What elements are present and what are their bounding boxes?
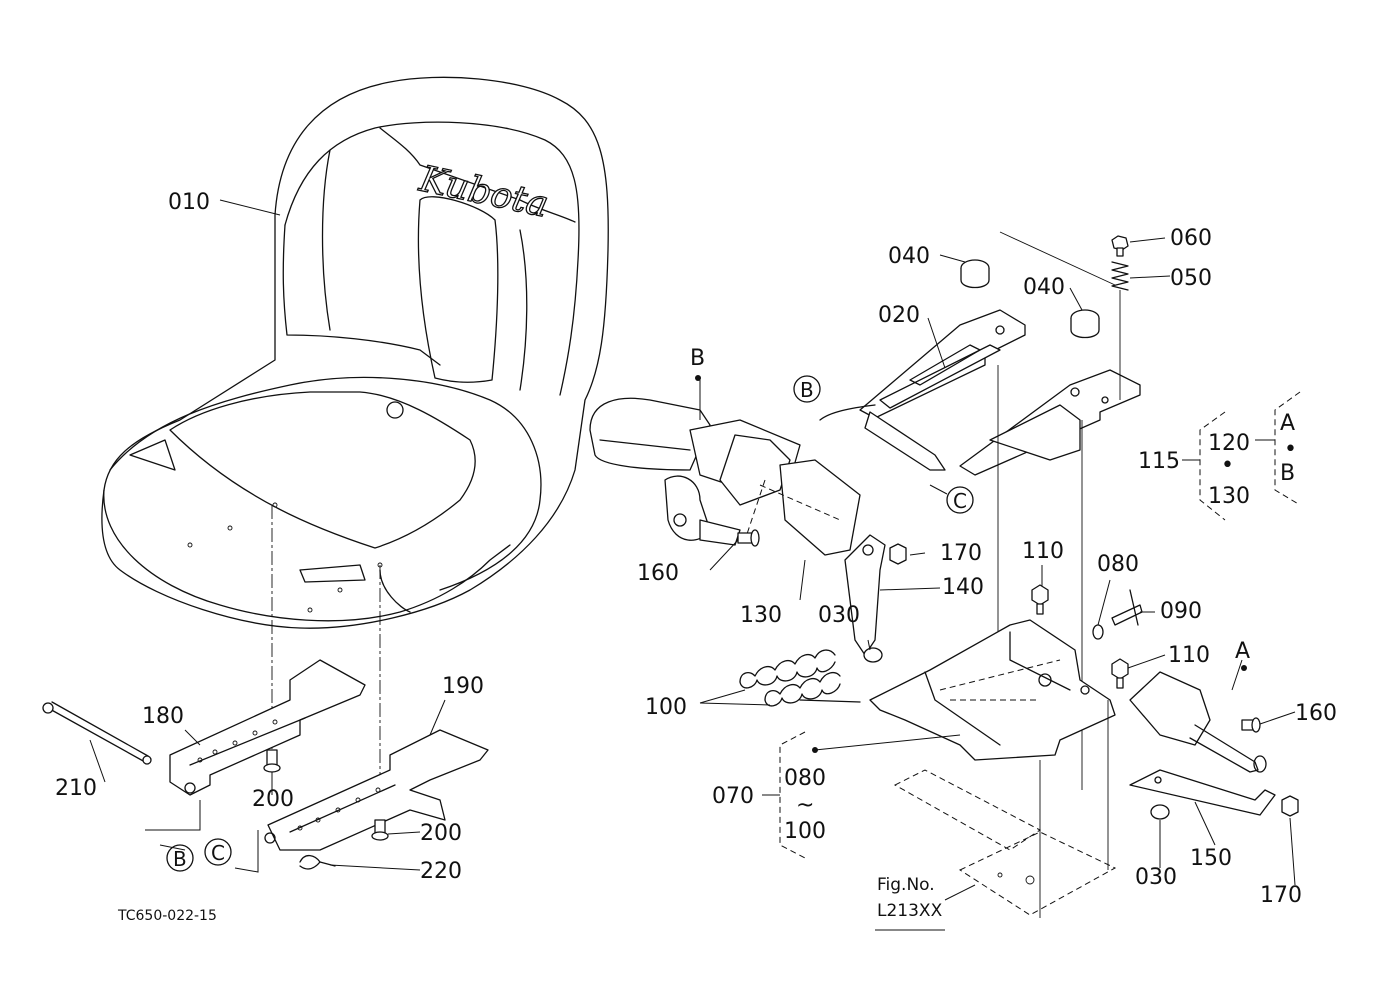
bolt-part-110-a[interactable] bbox=[1031, 584, 1049, 615]
label-190: 190 bbox=[442, 674, 484, 699]
label-dot-120: • bbox=[1221, 453, 1234, 478]
label-040-a: 040 bbox=[888, 244, 930, 269]
pin-part-090[interactable] bbox=[1111, 589, 1143, 626]
ref-dot-A bbox=[1241, 665, 1247, 671]
label-160-b: 160 bbox=[1295, 701, 1337, 726]
brace-115-left bbox=[1199, 411, 1226, 521]
nut-part-170-b[interactable] bbox=[1281, 795, 1299, 817]
svg-text:B: B bbox=[800, 378, 814, 402]
label-210: 210 bbox=[55, 776, 97, 801]
label-B-right: B bbox=[1280, 461, 1295, 486]
label-160-a: 160 bbox=[637, 561, 679, 586]
label-170-a: 170 bbox=[940, 541, 982, 566]
svg-text:B: B bbox=[173, 847, 187, 871]
label-140: 140 bbox=[942, 575, 984, 600]
label-080-a: 080 bbox=[1097, 552, 1139, 577]
ref-marker-C-rail: C bbox=[204, 838, 232, 866]
svg-text:C: C bbox=[953, 489, 967, 513]
label-090: 090 bbox=[1160, 599, 1202, 624]
label-120: 120 bbox=[1208, 431, 1250, 456]
nut-part-030-b[interactable] bbox=[1150, 804, 1170, 820]
label-050: 050 bbox=[1170, 266, 1212, 291]
clip-part-220[interactable] bbox=[299, 854, 336, 870]
washer-part-080[interactable] bbox=[1092, 624, 1104, 640]
buckle-part-A[interactable] bbox=[1129, 671, 1267, 773]
label-170-b: 170 bbox=[1260, 883, 1302, 908]
label-040-b: 040 bbox=[1023, 275, 1065, 300]
roller-part-040-a[interactable] bbox=[960, 259, 990, 289]
spring-part-050[interactable] bbox=[1111, 261, 1129, 291]
label-A-right: A bbox=[1280, 411, 1295, 436]
nut-part-170-a[interactable] bbox=[889, 543, 907, 565]
label-020: 020 bbox=[878, 303, 920, 328]
label-110-b: 110 bbox=[1168, 643, 1210, 668]
label-070: 070 bbox=[712, 784, 754, 809]
label-115: 115 bbox=[1138, 449, 1180, 474]
label-080-b: 080 bbox=[784, 766, 826, 791]
label-110-a: 110 bbox=[1022, 539, 1064, 564]
spring-part-100[interactable] bbox=[739, 649, 841, 707]
label-130-b: 130 bbox=[1208, 484, 1250, 509]
base-bracket-part-070[interactable] bbox=[869, 619, 1116, 761]
ref-marker-B-belt: B bbox=[793, 375, 821, 403]
label-180: 180 bbox=[142, 704, 184, 729]
drawing-code: TC650-022-15 bbox=[117, 908, 217, 924]
label-220: 220 bbox=[420, 859, 462, 884]
bolt-part-160-b[interactable] bbox=[1241, 717, 1261, 733]
bolt-part-200-a[interactable] bbox=[263, 749, 281, 773]
label-tilde: ~ bbox=[796, 793, 814, 818]
label-030-a: 030 bbox=[818, 603, 860, 628]
seat-rail-part-190[interactable] bbox=[264, 729, 489, 851]
bracket-part-150[interactable] bbox=[1129, 769, 1276, 816]
brace-070 bbox=[779, 731, 806, 859]
label-010: 010 bbox=[168, 190, 210, 215]
bracket-part-140[interactable] bbox=[844, 534, 886, 656]
ref-marker-C-frame: C bbox=[946, 486, 974, 514]
label-100-b: 100 bbox=[784, 819, 826, 844]
bolt-part-160-a[interactable] bbox=[737, 529, 760, 547]
leader-lines bbox=[89, 199, 1296, 931]
ref-letter-A-buckle: A bbox=[1235, 639, 1250, 664]
slide-frame-part-020[interactable] bbox=[819, 309, 1141, 476]
ref-marker-B-rail: B bbox=[166, 844, 194, 872]
label-060: 060 bbox=[1170, 226, 1212, 251]
label-fig-code: L213XX bbox=[877, 901, 943, 921]
bolt-part-060[interactable] bbox=[1111, 235, 1129, 257]
label-130-a: 130 bbox=[740, 603, 782, 628]
label-150: 150 bbox=[1190, 846, 1232, 871]
label-200-a: 200 bbox=[252, 787, 294, 812]
brace-120-right bbox=[1274, 391, 1301, 506]
svg-text:C: C bbox=[211, 841, 225, 865]
ref-letter-B-belt: B bbox=[690, 346, 705, 371]
ref-dot-070 bbox=[812, 747, 818, 753]
label-030-b: 030 bbox=[1135, 865, 1177, 890]
seat-rail-part-180[interactable] bbox=[169, 659, 366, 796]
label-200-b: 200 bbox=[420, 821, 462, 846]
seat-part-010[interactable]: Kubota bbox=[101, 76, 609, 629]
label-fig-no: Fig.No. bbox=[877, 875, 935, 895]
label-100-a: 100 bbox=[645, 695, 687, 720]
label-dot-AB: • bbox=[1284, 437, 1297, 462]
bolt-part-200-b[interactable] bbox=[371, 819, 389, 841]
bolt-part-110-b[interactable] bbox=[1111, 658, 1129, 689]
part-labels: 010 020 040 040 060 050 115 120 • 130 A … bbox=[55, 190, 1337, 924]
roller-part-040-b[interactable] bbox=[1070, 309, 1100, 339]
seat-belt-part-130[interactable] bbox=[589, 397, 861, 556]
pin-part-210[interactable] bbox=[42, 701, 152, 765]
nut-part-030-a[interactable] bbox=[863, 647, 883, 663]
ref-dot-B bbox=[695, 375, 701, 381]
